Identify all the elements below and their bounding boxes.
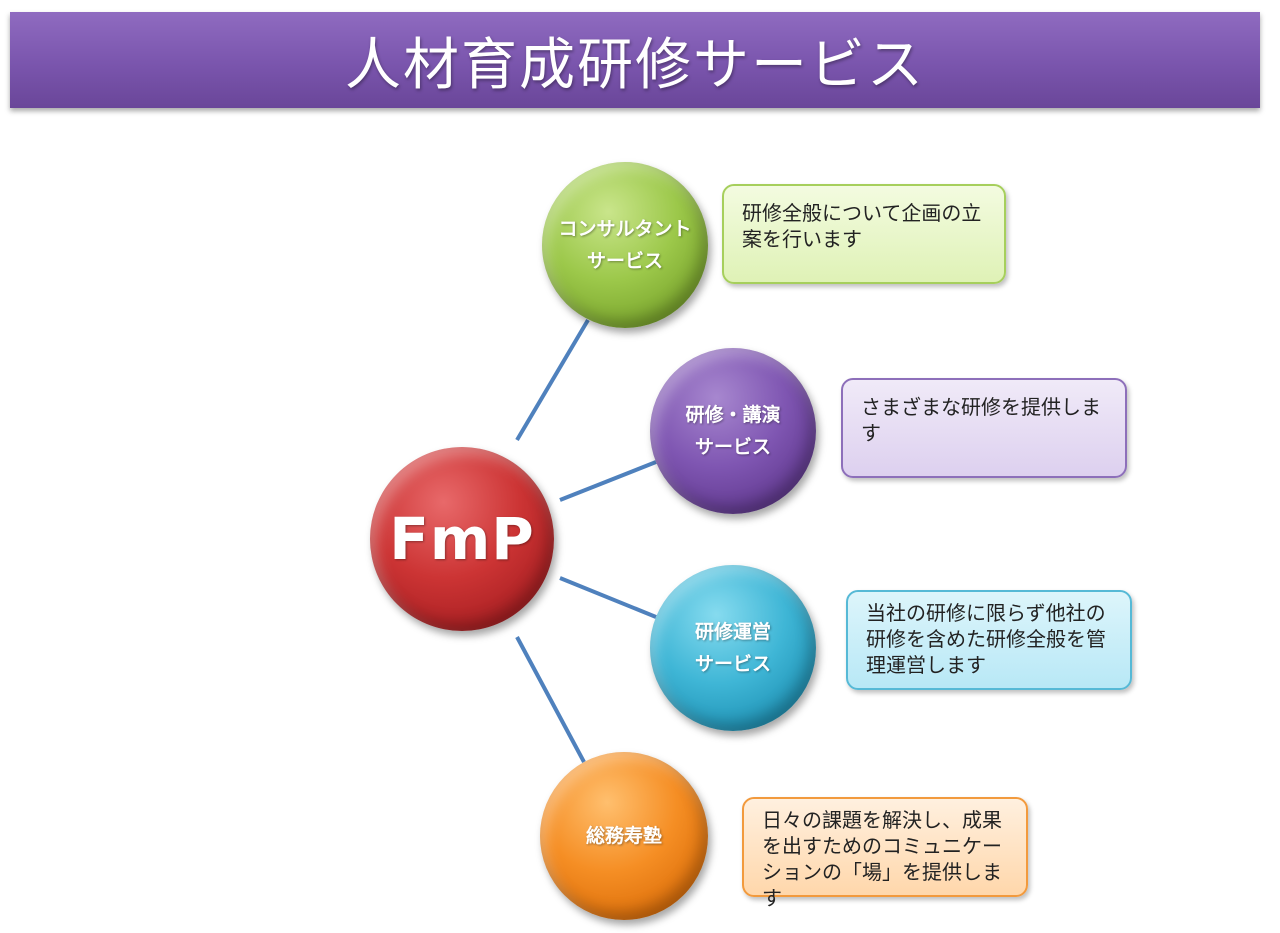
training-management-description-box: 当社の研修に限らず他社の研修を含めた研修全般を管理運営します [846, 590, 1132, 690]
connector-training [559, 460, 657, 502]
training-lecture-description-box: さまざまな研修を提供します [841, 378, 1127, 478]
connector-soumu [515, 636, 586, 763]
connector-consult [515, 318, 590, 442]
consultant-service-label-2: サービス [586, 250, 663, 272]
consultant-description: 研修全般について企画の立案を行います [742, 201, 982, 251]
soumu-juku-node: 総務寿塾 [540, 752, 708, 920]
soumu-juku-label: 総務寿塾 [585, 825, 662, 847]
consultant-description-box: 研修全般について企画の立案を行います [722, 184, 1006, 284]
training-management-label-1: 研修運営 [694, 621, 771, 643]
training-lecture-service-node: 研修・講演 サービス [650, 348, 816, 514]
fmp-center-node: FmP [370, 447, 554, 631]
training-management-service-node: 研修運営 サービス [650, 565, 816, 731]
fmp-label: FmP [389, 505, 535, 573]
training-lecture-description: さまざまな研修を提供します [861, 395, 1101, 445]
page-title: 人材育成研修サービス [345, 32, 925, 98]
training-management-description: 当社の研修に限らず他社の研修を含めた研修全般を管理運営します [866, 601, 1106, 677]
training-lecture-label-1: 研修・講演 [685, 404, 781, 426]
title-banner: 人材育成研修サービス [10, 12, 1260, 108]
soumu-juku-description-box: 日々の課題を解決し、成果を出すためのコミュニケーションの「場」を提供します [742, 797, 1028, 910]
training-management-label-2: サービス [694, 653, 771, 675]
connector-manage [559, 576, 657, 619]
consultant-service-node: コンサルタント サービス [542, 162, 708, 328]
soumu-juku-description: 日々の課題を解決し、成果を出すためのコミュニケーションの「場」を提供します [762, 808, 1002, 910]
consultant-service-label-1: コンサルタント [558, 218, 692, 240]
training-lecture-label-2: サービス [694, 436, 771, 458]
